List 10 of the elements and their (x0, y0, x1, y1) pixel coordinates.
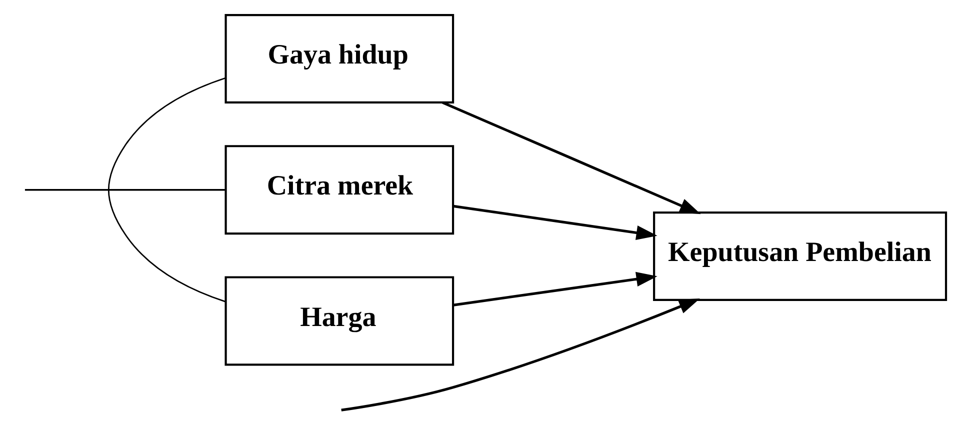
arrow (452, 272, 657, 306)
connector (108, 77, 226, 302)
arrow (452, 204, 657, 240)
node-box: Gaya hidup (224, 14, 454, 104)
arrow (442, 101, 700, 214)
connector (24, 188, 224, 191)
node-box: Keputusan Pembelian (652, 212, 947, 302)
node-box: Harga (224, 276, 454, 366)
node-box: Citra merek (224, 145, 454, 235)
arrow (340, 298, 700, 412)
